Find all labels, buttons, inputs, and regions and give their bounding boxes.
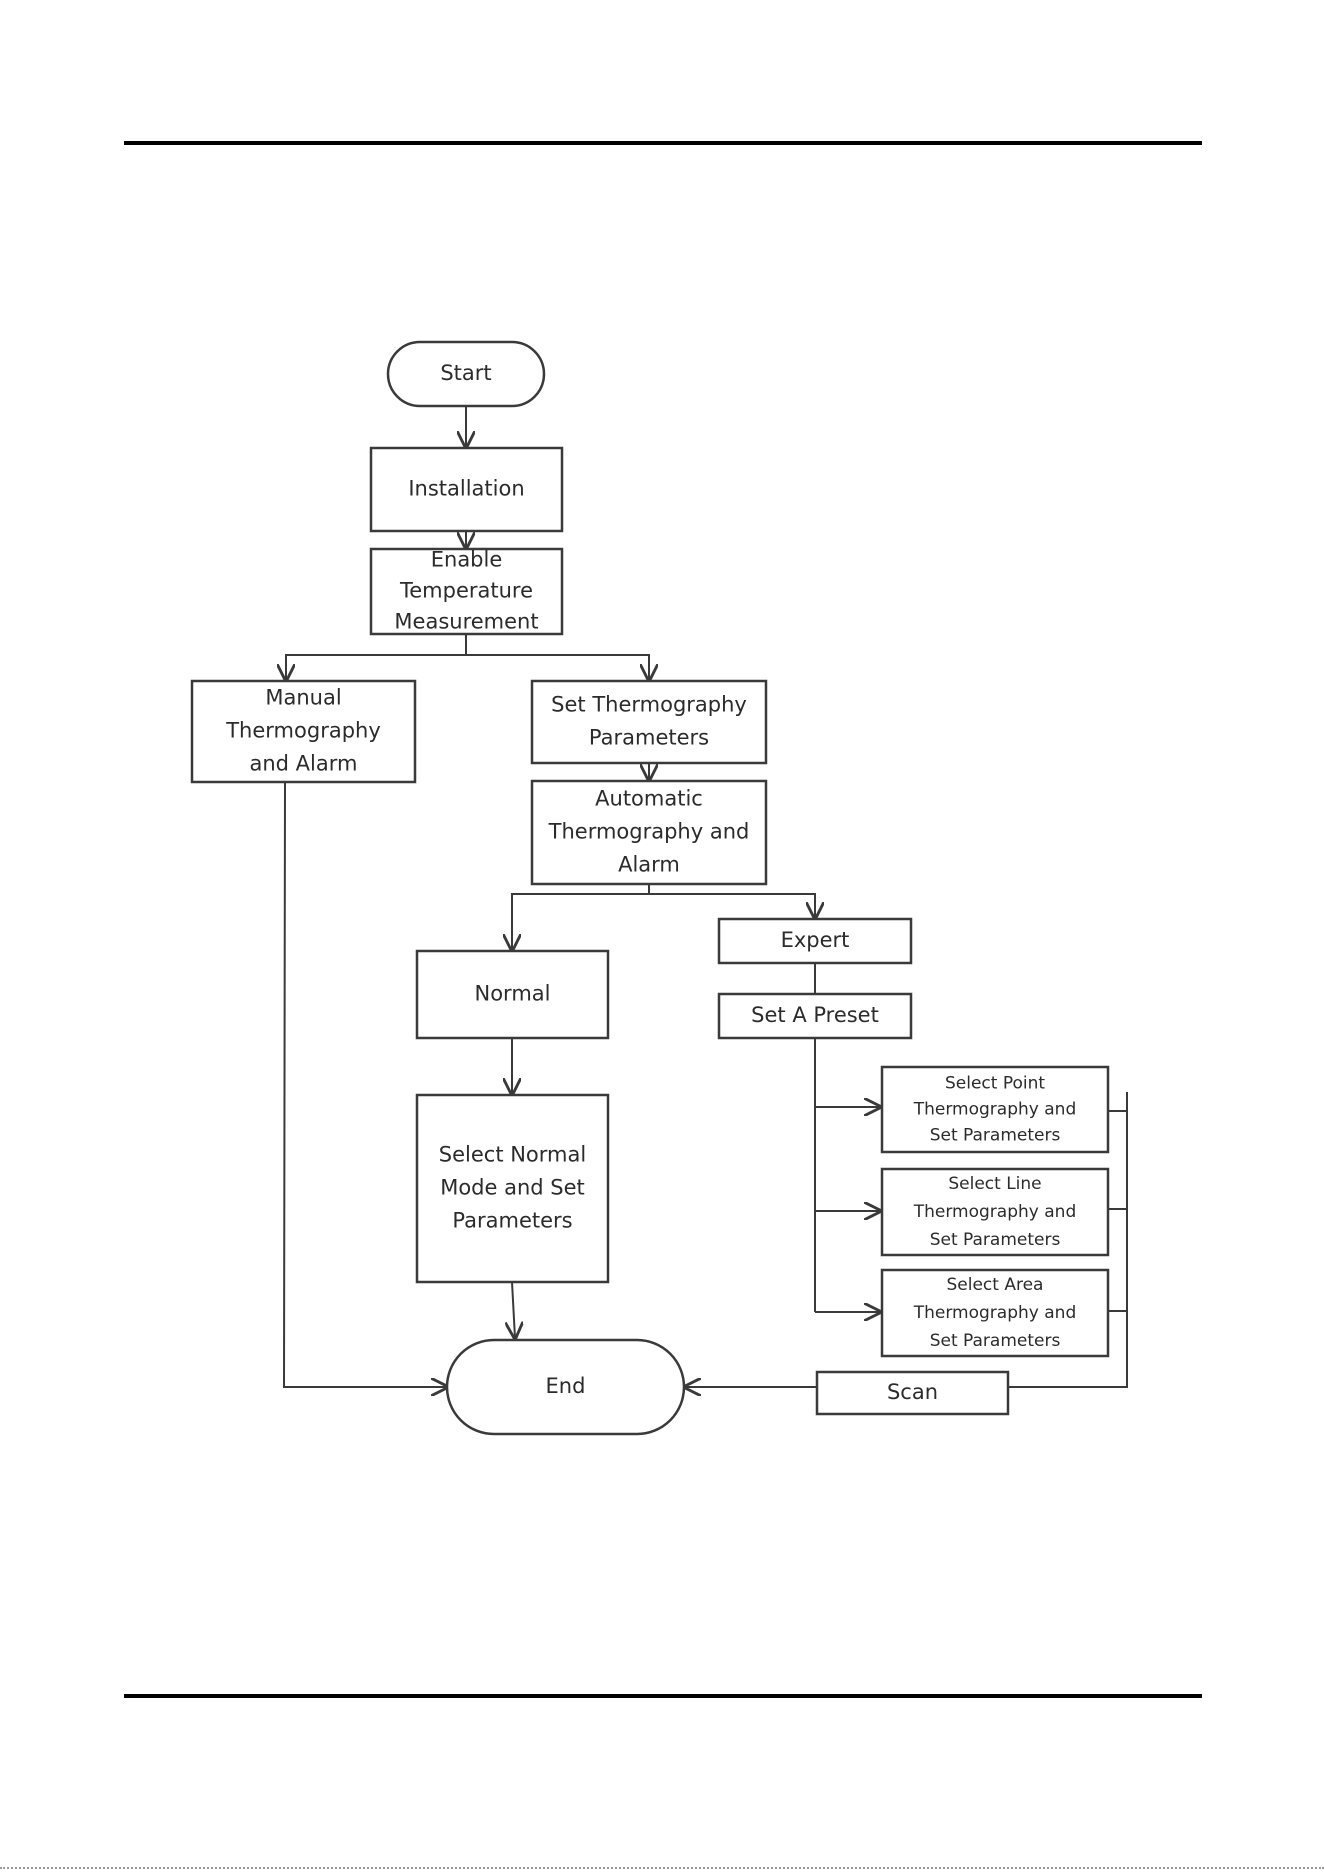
node-end: End bbox=[445, 1338, 686, 1436]
node-enable-temp-shape bbox=[369, 547, 564, 636]
node-select-normal-label-1: Select Normal bbox=[439, 1143, 586, 1167]
node-select-line-label-3: Set Parameters bbox=[930, 1230, 1061, 1250]
node-select-point-label-1: Select Point bbox=[945, 1074, 1045, 1094]
node-manual-label-3: and Alarm bbox=[250, 752, 358, 776]
node-select-normal-shape bbox=[415, 1093, 610, 1284]
node-normal-shape bbox=[415, 949, 610, 1040]
node-select-point-label-3: Set Parameters bbox=[930, 1126, 1061, 1146]
node-start-label-1: Start bbox=[440, 361, 491, 385]
page-bottom-dotted-edge bbox=[0, 1867, 1324, 1869]
node-select-area-label-1: Select Area bbox=[947, 1275, 1044, 1295]
node-enable-temp-label-1: Enable bbox=[431, 548, 503, 572]
node-set-preset-shape bbox=[717, 992, 913, 1040]
node-scan-shape bbox=[815, 1370, 1010, 1416]
node-enable-temp-label-2: Temperature bbox=[399, 579, 533, 603]
node-enable-temp-label-3: Measurement bbox=[394, 610, 538, 634]
node-expert: Expert bbox=[717, 917, 913, 965]
node-installation-label-1: Installation bbox=[408, 477, 524, 501]
node-set-preset-label-1: Set A Preset bbox=[751, 1003, 879, 1027]
node-expert-shape bbox=[717, 917, 913, 965]
node-set-thermo-params-label-2: Parameters bbox=[589, 726, 709, 750]
node-normal: Normal bbox=[415, 949, 610, 1040]
connector-layer bbox=[282, 407, 1128, 1388]
arrow-select-normal-to-end bbox=[512, 1281, 515, 1338]
header-rule bbox=[124, 141, 1202, 145]
node-start: Start bbox=[386, 340, 546, 408]
node-select-line-shape bbox=[880, 1167, 1110, 1257]
node-select-normal-label-2: Mode and Set bbox=[440, 1176, 585, 1200]
node-end-shape bbox=[445, 1338, 686, 1436]
node-start-shape bbox=[386, 340, 546, 408]
node-select-area-shape bbox=[880, 1268, 1110, 1358]
footer-rule bbox=[124, 1694, 1202, 1698]
node-automatic-shape bbox=[530, 779, 768, 886]
node-select-line-label-1: Select Line bbox=[948, 1174, 1041, 1194]
node-select-point-shape bbox=[880, 1065, 1110, 1154]
node-select-normal-label-3: Parameters bbox=[452, 1209, 572, 1233]
node-automatic-label-3: Alarm bbox=[618, 853, 680, 877]
node-set-thermo-params-shape bbox=[530, 679, 768, 765]
connector-collector-to-scan bbox=[1008, 1092, 1128, 1388]
node-scan-label-1: Scan bbox=[887, 1380, 938, 1404]
arrow-manual-to-end bbox=[282, 781, 447, 1387]
arrow-branch-to-expert bbox=[649, 893, 815, 918]
node-manual-label-1: Manual bbox=[265, 686, 341, 710]
node-set-thermo-params-label-1: Set Thermography bbox=[551, 693, 747, 717]
arrow-branch-to-set-thermo bbox=[466, 654, 649, 680]
arrow-branch-to-manual bbox=[286, 654, 466, 680]
node-select-area-label-2: Thermography and bbox=[913, 1303, 1076, 1323]
node-installation: Installation bbox=[369, 446, 564, 533]
node-normal-label-1: Normal bbox=[475, 982, 551, 1006]
node-layer: StartInstallationEnableTemperatureMeasur… bbox=[190, 340, 1110, 1436]
node-manual-shape bbox=[190, 679, 417, 784]
arrow-branch-to-normal bbox=[512, 893, 649, 950]
node-select-point-label-2: Thermography and bbox=[913, 1100, 1076, 1120]
node-expert-label-1: Expert bbox=[781, 928, 850, 952]
node-end-label-1: End bbox=[546, 1374, 586, 1398]
node-select-area-label-3: Set Parameters bbox=[930, 1331, 1061, 1351]
node-set-preset: Set A Preset bbox=[717, 992, 913, 1040]
node-select-line-label-2: Thermography and bbox=[913, 1202, 1076, 1222]
node-manual-label-2: Thermography bbox=[225, 719, 381, 743]
node-automatic-label-2: Thermography and bbox=[548, 820, 750, 844]
node-automatic-label-1: Automatic bbox=[595, 787, 703, 811]
node-scan: Scan bbox=[815, 1370, 1010, 1416]
node-installation-shape bbox=[369, 446, 564, 533]
